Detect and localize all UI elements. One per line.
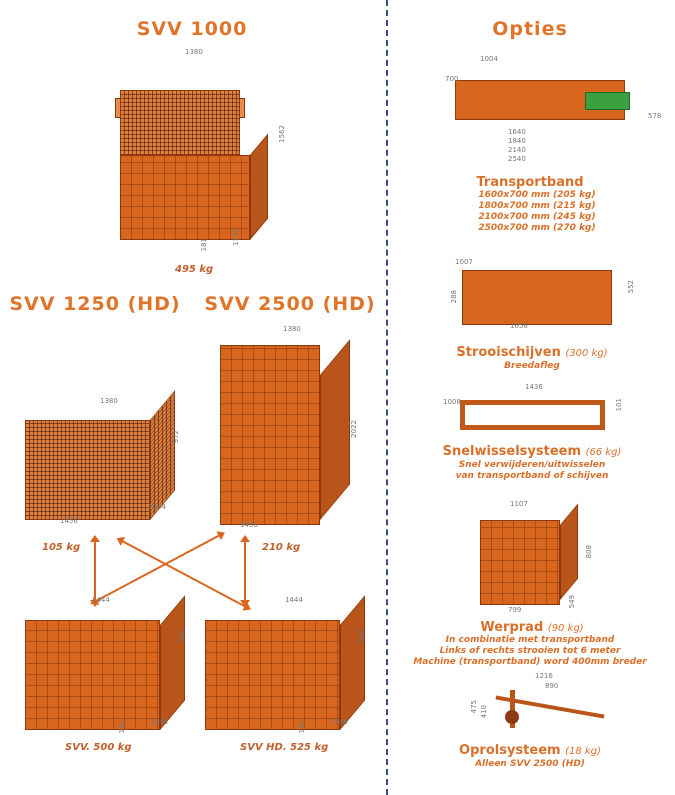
oprol-sub: Alleen SVV 2500 (HD): [475, 759, 585, 769]
desc-line: Machine (transportband) word 400mm brede…: [413, 657, 647, 667]
oprol-image: [485, 685, 605, 730]
dim: 1640: [508, 128, 526, 136]
transportband-specs: 1600x700 mm (205 kg) 1800x700 mm (215 kg…: [478, 190, 595, 234]
arrow: [95, 534, 221, 602]
desc-line: In combinatie met transportband: [445, 635, 615, 645]
weight: (300 kg): [565, 348, 608, 359]
dim: 1007: [455, 258, 473, 266]
title-text: Oprolsysteem: [459, 743, 561, 758]
dim: 181: [118, 720, 126, 734]
dim: 1436: [525, 383, 543, 391]
desc-line: Links of rechts strooien tot 6 meter: [439, 646, 621, 656]
svv2500-title: SVV 2500 (HD): [204, 293, 376, 315]
weight: (90 kg): [547, 623, 584, 634]
dim: 2022: [350, 420, 358, 438]
transportband-image: [455, 60, 645, 120]
dim: 578: [648, 112, 662, 120]
svv1250-image: [25, 390, 175, 520]
snelwissel-image: [460, 390, 610, 430]
dim: 2140: [508, 146, 526, 154]
dim: 410: [480, 705, 488, 719]
spec-line: 1600x700 mm (205 kg): [478, 190, 596, 200]
dim: 1380: [185, 48, 203, 56]
dim: 1107: [510, 500, 528, 508]
arrow: [244, 541, 246, 601]
dim: 972: [172, 430, 180, 444]
svv1250-weight: 105 kg: [42, 542, 81, 553]
svv1250-title: SVV 1250 (HD): [9, 293, 181, 315]
dim: 1656: [510, 322, 528, 330]
dim: 1004: [480, 55, 498, 63]
werprad-desc: In combinatie met transportband Links of…: [413, 635, 646, 668]
svv1000-weight: 495 kg: [175, 264, 214, 275]
werprad-title: Werprad (90 kg): [480, 620, 583, 635]
dim: 890: [545, 682, 559, 690]
desc-line: van transportband of schijven: [455, 471, 609, 481]
oprol-title: Oprolsysteem (18 kg): [459, 743, 601, 758]
dim: 1380: [100, 397, 118, 405]
spec-line: 2100x700 mm (245 kg): [478, 212, 596, 222]
svv1000-image: [115, 70, 275, 240]
werprad-image: [480, 503, 580, 605]
dim: 1034: [148, 503, 166, 511]
arrow: [94, 541, 96, 601]
dim: 1380: [283, 325, 301, 333]
svv1000-title: SVV 1000: [136, 18, 248, 40]
dim: 552: [627, 280, 635, 294]
dim: 700: [445, 75, 459, 83]
desc-line: Snel verwijderen/uitwisselen: [458, 460, 606, 470]
dim: 790: [178, 630, 186, 644]
base-svv-weight: SVV. 500 kg: [65, 742, 132, 753]
transportband-title: Transportband: [476, 175, 584, 190]
base-hd-image: [205, 595, 365, 730]
dim: 1456: [240, 521, 258, 529]
dim: 1246: [150, 718, 168, 726]
dim: 799: [508, 606, 522, 614]
dim: 101: [615, 398, 623, 412]
dim: 1840: [508, 137, 526, 145]
dim: 790: [358, 630, 366, 644]
divider: [386, 0, 388, 795]
snelwissel-desc: Snel verwijderen/uitwisselen van transpo…: [456, 460, 609, 482]
strooischijven-title: Strooischijven (300 kg): [456, 345, 607, 360]
dim: 1444: [92, 596, 110, 604]
base-svv-image: [25, 595, 185, 730]
dim: 1216: [535, 672, 553, 680]
weight: (66 kg): [585, 447, 622, 458]
weight: (18 kg): [565, 746, 601, 757]
dim: 475: [470, 700, 478, 714]
dim: 549: [568, 595, 576, 609]
snelwissel-title: Snelwisselsysteem (66 kg): [443, 444, 622, 459]
spec-line: 2500x700 mm (270 kg): [478, 223, 596, 233]
dim: 1246: [330, 718, 348, 726]
spec-line: 1800x700 mm (215 kg): [478, 201, 596, 211]
dim: 181: [200, 238, 208, 252]
dim: 1456: [60, 517, 78, 525]
strooischijven-image: [462, 250, 622, 325]
strooischijven-sub: Breedafleg: [504, 361, 560, 371]
title-text: Strooischijven: [456, 345, 561, 360]
title-text: Snelwisselsysteem: [442, 444, 582, 459]
base-hd-weight: SVV HD. 525 kg: [240, 742, 329, 753]
svv2500-weight: 210 kg: [262, 542, 301, 553]
dim: 1444: [285, 596, 303, 604]
dim: 808: [585, 545, 593, 559]
dim: 1198: [232, 228, 240, 246]
dim: 1562: [278, 125, 286, 143]
options-title: Opties: [492, 18, 568, 40]
svv2500-image: [210, 335, 350, 525]
dim: 181: [298, 720, 306, 734]
dim: 288: [450, 290, 458, 304]
title-text: Werprad: [480, 620, 544, 635]
dim: 1008: [443, 398, 461, 406]
dim: 2540: [508, 155, 526, 163]
